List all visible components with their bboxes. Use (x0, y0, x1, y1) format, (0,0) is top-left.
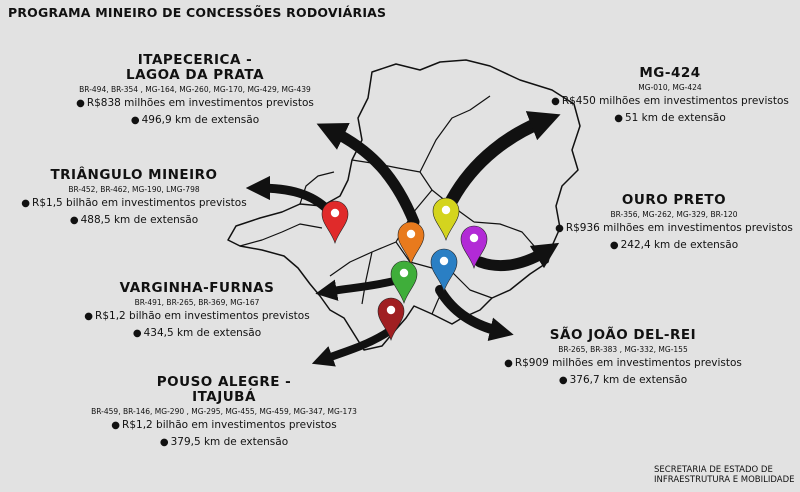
map-pin-varginha-icon (390, 260, 418, 304)
bullet-icon: ● (84, 311, 94, 322)
arrow-ouropreto (474, 242, 560, 272)
bullet-icon: ● (609, 240, 619, 251)
region-extension: ●488,5 km de extensão (69, 214, 199, 226)
region-roads: BR-265, BR-383 , MG-332, MG-155 (558, 345, 688, 354)
map-pin-itapecerica-icon (397, 221, 425, 265)
region-extension: ●379,5 km de extensão (159, 436, 289, 448)
region-extension: ●376,7 km de extensão (558, 374, 688, 386)
bullet-icon: ● (76, 98, 85, 109)
region-triangulo: TRIÂNGULO MINEIRO BR-452, BR-462, MG-190… (2, 168, 266, 229)
region-roads: BR-459, BR-146, MG-290 , MG-295, MG-455,… (91, 407, 357, 416)
region-name: TRIÂNGULO MINEIRO (50, 167, 218, 183)
region-extension: ●496,9 km de extensão (130, 114, 260, 126)
arrow-varginha (315, 276, 402, 301)
map-pin-ouropreto-icon (460, 225, 488, 269)
arrow-triangulo (245, 175, 333, 215)
region-sao-joao-del-rei: SÃO JOÃO DEL-REI BR-265, BR-383 , MG-332… (498, 328, 748, 389)
bullet-icon: ● (555, 223, 564, 234)
arrow-itapecerica (316, 122, 420, 228)
region-roads: BR-494, BR-354 , MG-164, MG-260, MG-170,… (79, 85, 311, 94)
region-investment: ●R$909 milhões em investimentos previsto… (504, 357, 742, 369)
footer-line: INFRAESTRUTURA E MOBILIDADE (654, 474, 795, 485)
bullet-icon: ● (21, 198, 31, 209)
region-name: OURO PRETO (621, 192, 727, 208)
region-investment: ●R$1,2 bilhão em investimentos previstos (84, 310, 310, 322)
region-investment: ●R$1,2 bilhão em investimentos previstos (111, 419, 337, 431)
arrow-mg424 (445, 111, 561, 207)
region-investment: ●R$450 milhões em investimentos previsto… (551, 95, 789, 107)
region-roads: BR-452, BR-462, MG-190, LMG-798 (68, 185, 200, 194)
footer-credit: SECRETARIA DE ESTADO DE INFRAESTRUTURA E… (654, 465, 795, 485)
region-name: MG-424 (639, 65, 701, 81)
bullet-icon: ● (558, 375, 568, 386)
bullet-icon: ● (130, 115, 140, 126)
bullet-icon: ● (551, 96, 560, 107)
region-extension: ●242,4 km de extensão (609, 239, 739, 251)
bullet-icon: ● (69, 215, 79, 226)
bullet-icon: ● (159, 437, 169, 448)
map-pin-saojoao-icon (430, 248, 458, 292)
region-extension: ●434,5 km de extensão (132, 327, 262, 339)
state-outline (227, 59, 581, 351)
region-investment: ●R$838 milhões em investimentos previsto… (76, 97, 314, 109)
region-investment: ●R$1,5 bilhão em investimentos previstos (21, 197, 247, 209)
arrow-saojoao (435, 285, 514, 341)
region-ouro-preto: OURO PRETO BR-356, MG-262, MG-329, BR-12… (552, 193, 796, 254)
bullet-icon: ● (614, 113, 623, 124)
map-pin-triangulo-icon (321, 200, 349, 244)
region-name-line2: ITAJUBÁ (192, 389, 256, 405)
bullet-icon: ● (504, 358, 513, 369)
arrow-pouso (311, 328, 392, 367)
bullet-icon: ● (132, 328, 142, 339)
region-roads: MG-010, MG-424 (638, 83, 702, 92)
region-name: VARGINHA-FURNAS (119, 280, 275, 296)
region-name: POUSO ALEGRE - (156, 374, 292, 390)
page-title: PROGRAMA MINEIRO DE CONCESSÕES RODOVIÁRI… (8, 5, 387, 20)
region-name-line2: LAGOA DA PRATA (125, 67, 265, 83)
region-name: SÃO JOÃO DEL-REI (549, 327, 697, 343)
region-roads: BR-356, MG-262, MG-329, BR-120 (610, 210, 738, 219)
region-mg424: MG-424 MG-010, MG-424 ●R$450 milhões em … (545, 66, 795, 127)
region-itapecerica: ITAPECERICA - LAGOA DA PRATA BR-494, BR-… (65, 53, 325, 129)
footer-line: SECRETARIA DE ESTADO DE (654, 465, 773, 475)
region-name: ITAPECERICA - (137, 52, 253, 68)
region-roads: BR-491, BR-265, BR-369, MG-167 (134, 298, 260, 307)
region-varginha: VARGINHA-FURNAS BR-491, BR-265, BR-369, … (82, 281, 312, 342)
region-pouso-alegre: POUSO ALEGRE - ITAJUBÁ BR-459, BR-146, M… (74, 375, 374, 451)
region-extension: ●51 km de extensão (614, 112, 726, 124)
bullet-icon: ● (111, 420, 121, 431)
region-investment: ●R$936 milhões em investimentos previsto… (555, 222, 793, 234)
map-pin-mg424-icon (432, 197, 460, 241)
map-pin-pouso-icon (377, 297, 405, 341)
